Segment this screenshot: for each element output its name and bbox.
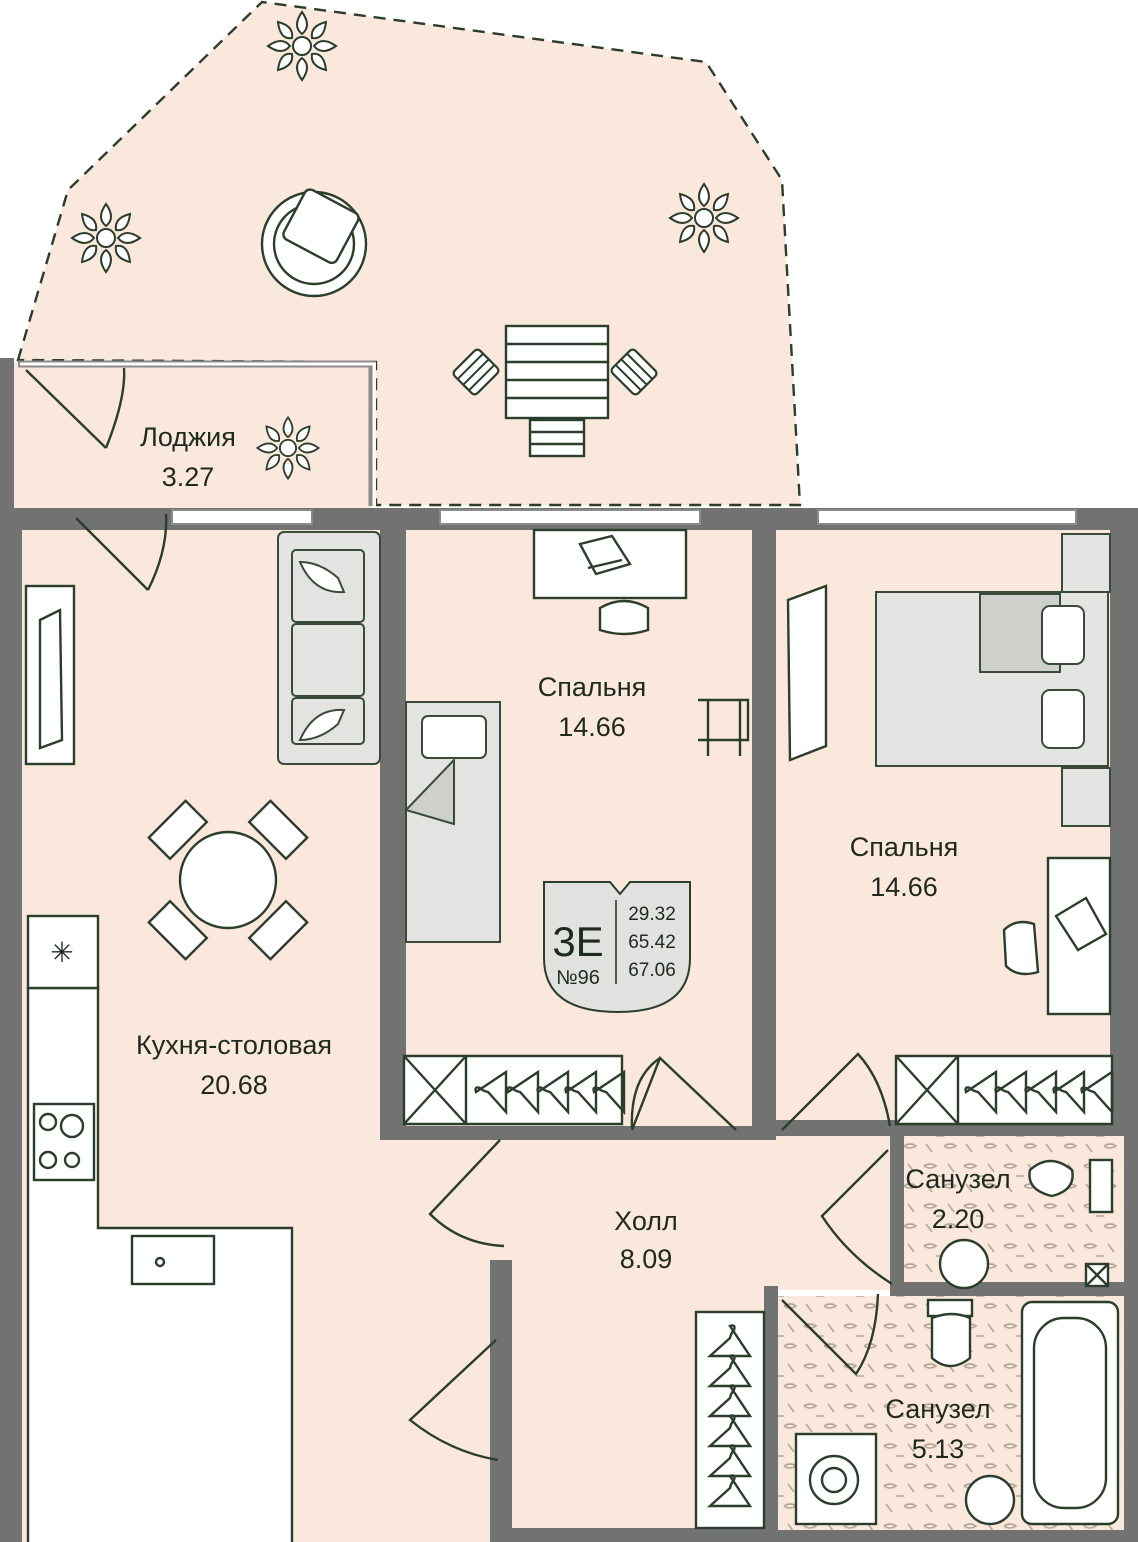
room-area-bedroom-center: 14.66: [558, 712, 626, 742]
room-name-bedroom-right: Спальня: [850, 832, 959, 862]
room-name-loggia: Лоджия: [140, 422, 236, 452]
tv-left: [24, 584, 76, 766]
hall-wardrobe: [694, 1310, 766, 1530]
kitchen-furniture: ✳: [26, 914, 294, 1542]
room-area-kitchen: 20.68: [200, 1070, 268, 1100]
room-name-bedroom-center: Спальня: [538, 672, 647, 702]
apartment-type: 3Е: [552, 918, 603, 965]
apartment-badge: 3Е №96 29.32 65.42 67.06: [543, 881, 691, 1014]
room-area-hall: 8.09: [620, 1244, 673, 1274]
dining-table: [147, 799, 309, 961]
sofa: [277, 531, 381, 765]
room-name-bathroom-small: Санузел: [905, 1164, 1010, 1194]
loggia-wall: [0, 358, 14, 510]
svg-text:✳: ✳: [50, 937, 73, 968]
bathroom-fixtures: [794, 1158, 1120, 1526]
room-name-bathroom-large: Санузел: [885, 1394, 990, 1424]
apartment-area-with-loggia: 67.06: [628, 960, 676, 981]
bedroom-center-furniture: [402, 528, 750, 1126]
bedroom-right-furniture: [786, 533, 1114, 1126]
room-area-loggia: 3.27: [162, 462, 215, 492]
room-area-bedroom-right: 14.66: [870, 872, 938, 902]
room-name-hall: Холл: [614, 1206, 678, 1236]
windows: [171, 509, 1077, 525]
apartment-area-living: 29.32: [628, 904, 676, 925]
loggia-floor: [14, 362, 376, 510]
room-area-bathroom-small: 2.20: [932, 1204, 985, 1234]
apartment-area-total: 65.42: [628, 932, 676, 953]
apartment-number: №96: [556, 967, 600, 989]
room-area-bathroom-large: 5.13: [912, 1434, 965, 1464]
doors: [25, 367, 893, 1462]
terrace-furniture: [260, 188, 660, 458]
room-name-kitchen: Кухня-столовая: [136, 1030, 332, 1060]
